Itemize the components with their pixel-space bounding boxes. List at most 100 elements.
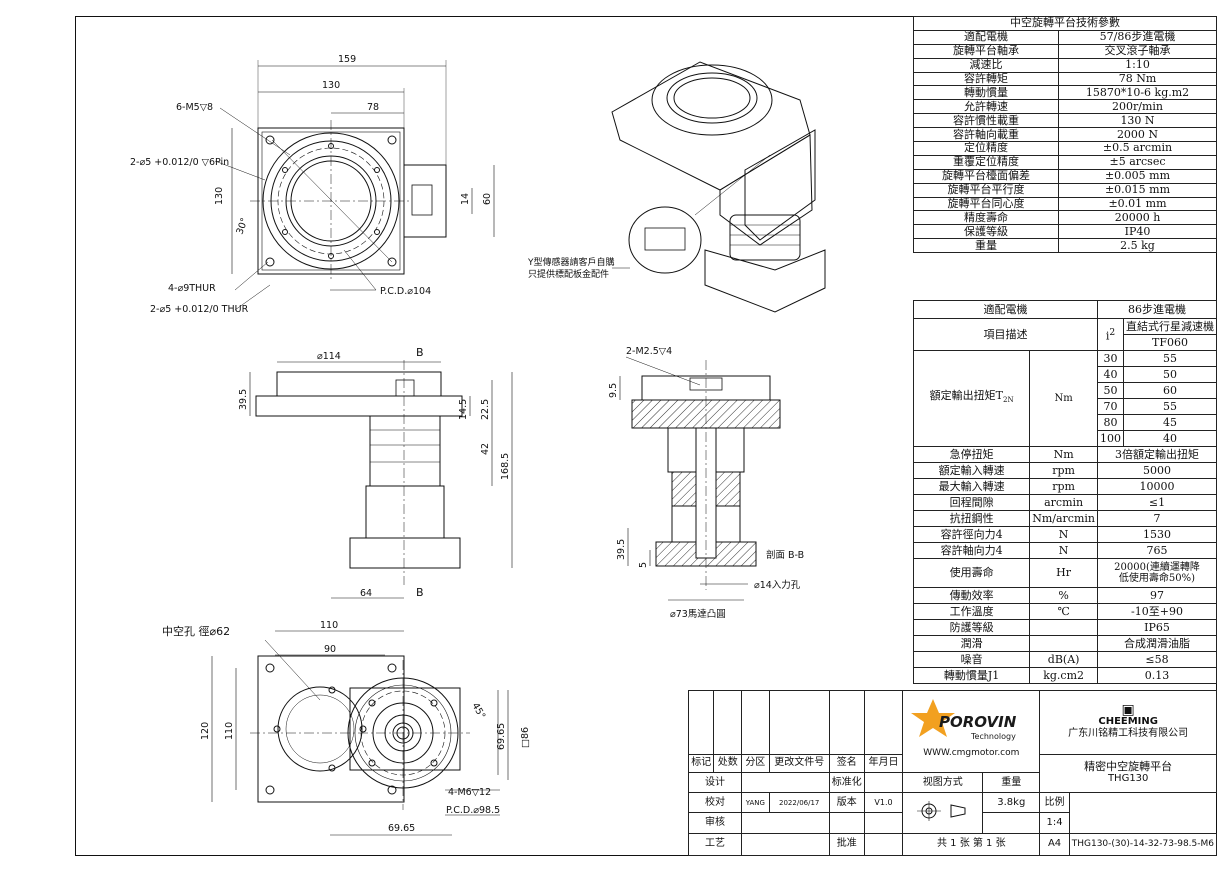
ratio-cell: 30	[1097, 350, 1124, 367]
reducer-name: 直結式行星減速機	[1123, 318, 1217, 335]
param-label: 防護等級	[912, 619, 1031, 636]
spec-label: 容許轉矩	[913, 71, 1059, 87]
spec-value: ±0.015 mm	[1058, 182, 1217, 198]
motor-boss-label: ⌀73馬達凸圓	[670, 608, 726, 620]
process-label: 工艺	[687, 832, 743, 857]
pcd-104-label: P.C.D.⌀104	[380, 286, 431, 297]
param-value: ≤1	[1097, 494, 1217, 511]
spec-label: 重覆定位精度	[913, 154, 1059, 170]
param-label: 轉動慣量J1	[912, 667, 1031, 684]
paper-size: A4	[1039, 832, 1070, 857]
param-label: 抗扭鋼性	[912, 510, 1031, 527]
param-value: ≤58	[1097, 651, 1217, 668]
ratio-cell: 50	[1097, 382, 1124, 399]
spec-label: 轉動慣量	[913, 85, 1059, 101]
input-hole-label: ⌀14入力孔	[754, 579, 801, 591]
param-unit: N	[1029, 526, 1098, 543]
title-block: POROVIN Technology WWW.cmgmotor.com ▣ CH…	[687, 690, 1218, 857]
param-label: 噪音	[912, 651, 1031, 668]
motor-value: 86步進電機	[1097, 300, 1217, 319]
check-label: 校对	[687, 792, 743, 814]
spec-value: 20000 h	[1058, 210, 1217, 226]
date: 2022/06/17	[768, 792, 830, 814]
pcd-98-5-label: P.C.D.⌀98.5	[446, 805, 500, 816]
param-value: 1530	[1097, 526, 1217, 543]
param-value: 10000	[1097, 478, 1217, 495]
spec-label: 旋轉平台軸承	[913, 43, 1059, 59]
param-unit: rpm	[1029, 478, 1098, 495]
param-label: 額定輸入轉速	[912, 462, 1031, 479]
standard-label: 标准化	[828, 771, 865, 794]
motor-label: 適配電機	[913, 300, 1098, 319]
reducer-table: 適配電機 86步進電機 項目描述 i2 直結式行星減速機 TF060 額定輸出扭…	[912, 300, 1217, 684]
thru-5-label: 2-⌀5 +0.012/0 THUR	[150, 304, 249, 315]
param-label: 潤滑	[912, 635, 1031, 652]
rated-torque-sub: 2N	[1002, 396, 1014, 405]
life-label: 使用壽命	[912, 558, 1031, 588]
spec-label: 減速比	[913, 57, 1059, 73]
header-cell: 年月日	[863, 753, 904, 773]
param-label: 傳動效率	[912, 587, 1031, 604]
isometric-view	[611, 61, 826, 313]
spec-value: 78 Nm	[1058, 71, 1217, 87]
header-cell: 分区	[741, 753, 770, 773]
company-logo: CHEEMING	[1098, 716, 1158, 728]
param-value: 765	[1097, 542, 1217, 559]
ratio-cell: 100	[1097, 430, 1124, 447]
spec-value: ±0.5 arcmin	[1058, 141, 1217, 156]
sensor-note-line2: 只提供標配板金配件	[528, 268, 609, 280]
dim-130-vertical: 130	[214, 187, 225, 205]
spec-value: ±5 arcsec	[1058, 154, 1217, 170]
torque-cell: 45	[1123, 414, 1217, 431]
rated-torque-unit: Nm	[1029, 350, 1098, 447]
spec-label: 精度壽命	[913, 210, 1059, 226]
dim-90: 90	[324, 644, 336, 655]
item-label: 項目描述	[913, 318, 1098, 351]
brand-tech-text: Technology	[970, 732, 1016, 741]
spec-label: 重量	[913, 238, 1059, 254]
spec-value: 1:10	[1058, 57, 1217, 73]
side-view	[249, 360, 513, 599]
porovin-logo: POROVIN Technology	[911, 699, 1017, 741]
review-label: 审核	[687, 812, 743, 834]
section-label: 剖面 B-B	[766, 549, 804, 561]
design-label: 设计	[687, 771, 743, 794]
param-unit: kg.cm2	[1029, 667, 1098, 684]
m2-5-label: 2-M2.5▽4	[626, 346, 672, 357]
torque-cell: 55	[1123, 350, 1217, 367]
ratio-label: i	[1105, 329, 1110, 343]
scale-label: 比例	[1039, 792, 1070, 814]
torque-cell: 50	[1123, 366, 1217, 383]
spec-value: 15870*10-6 kg.m2	[1058, 85, 1217, 101]
pins-label: 2-⌀5 +0.012/0 ▽6Pin	[130, 157, 229, 168]
projection-symbol-icon	[902, 792, 984, 834]
dim-130: 130	[322, 80, 340, 91]
param-unit: N	[1029, 542, 1098, 559]
holes-m5-label: 6-M5▽8	[176, 102, 213, 113]
product-name: 精密中空旋轉平台	[1084, 760, 1173, 774]
spec-label: 容許軸向載重	[913, 127, 1059, 143]
life-value-line1: 20000(連續運轉降	[1114, 562, 1200, 573]
spec-value: IP40	[1058, 224, 1217, 240]
param-unit: ℃	[1029, 603, 1098, 620]
dim-114: ⌀114	[317, 351, 341, 362]
header-cell: 标记	[687, 753, 715, 773]
spec-value: ±0.005 mm	[1058, 168, 1217, 184]
spec-value: 57/86步進電機	[1058, 29, 1217, 45]
sheet-info: 共 1 张 第 1 张	[902, 832, 1041, 857]
dim-9-5: 9.5	[608, 383, 619, 398]
dim-86: □86	[520, 727, 531, 748]
section-marker-top: B	[416, 346, 424, 359]
spec-label: 允許轉速	[913, 99, 1059, 115]
param-label: 容許徑向力4	[912, 526, 1031, 543]
dim-14-5: 14.5	[458, 399, 469, 420]
param-label: 容許軸向力4	[912, 542, 1031, 559]
param-label: 回程間隙	[912, 494, 1031, 511]
param-value: -10至+90	[1097, 603, 1217, 620]
dim-78: 78	[367, 102, 379, 113]
param-label: 急停扭矩	[912, 446, 1031, 463]
approve-label: 批准	[828, 832, 865, 857]
life-unit: Hr	[1029, 558, 1098, 588]
